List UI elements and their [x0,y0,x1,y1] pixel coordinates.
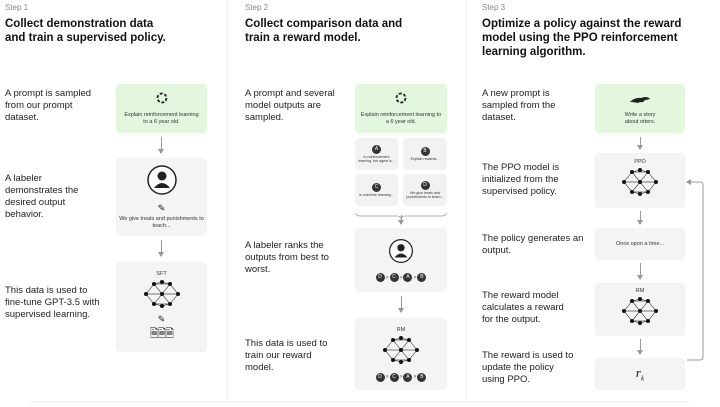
rank-item: C [389,372,399,382]
neural-network-icon [620,296,660,331]
ppo-box: PPO [595,153,685,208]
description: The reward model calculates a reward for… [482,290,564,325]
documents-icon: 🗎🗎🗎 [149,327,175,340]
description: The policy generates an output. [482,233,584,256]
loading-circle-icon [156,91,168,109]
output-id: D [420,180,430,190]
rank-separator: > [399,374,403,380]
step-title: Collect comparison data and train a rewa… [245,18,403,44]
rank-separator: > [413,274,417,281]
rank-separator: > [385,274,389,281]
step-title: Optimize a policy against the reward mod… [482,18,682,58]
output-text: In machine learning... [359,192,394,197]
ranking: D>C>A>B [375,372,427,382]
model-label: SFT [156,270,167,277]
model-label: RM [396,326,406,333]
output-text: Once upon a time... [616,240,664,247]
prompt-text: Explain reinforcement learning to a 6 ye… [124,112,199,125]
neural-network-icon [381,335,421,370]
rank-separator: > [385,374,389,380]
model-label: RM [635,288,645,294]
model-label: PPO [634,159,646,165]
rank-item: D [375,372,385,382]
arrow-down [158,137,164,154]
arrow-down [637,339,643,355]
labeler-box: ✎ We give treats and punishments to teac… [116,158,207,236]
output-text: We give treats and punishments to teach.… [406,190,444,200]
step-label: Step 2 [245,3,269,12]
otter-icon [629,91,651,109]
ranking: D>C>A>B [375,273,427,282]
feedback-loop-arrow [685,176,707,371]
loading-circle-icon [395,91,407,109]
rank-separator: > [413,374,417,380]
description: A labeler demonstrates the desired outpu… [5,173,79,220]
description: This data is used to train our reward mo… [245,338,328,373]
labeler-avatar-icon [146,164,178,201]
arrow-down [158,240,164,257]
pencil-icon: ✎ [157,203,166,213]
rank-item: A [403,372,413,382]
bottom-rule [30,401,690,402]
ranking-box: D>C>A>B [355,228,447,292]
sft-box: SFT ✎ 🗎🗎🗎 [116,262,207,352]
reward-symbol: rk [635,365,645,383]
description: The reward is used to update the policy … [482,350,574,385]
output-text: Explain rewards... [410,156,440,161]
description: This data is used to fine-tune GPT-3.5 w… [5,285,100,320]
step-label: Step 1 [5,3,29,12]
rank-separator: > [399,274,403,281]
rank-item: B [417,372,427,382]
demo-text: We give treats and punishments to teach.… [119,216,204,229]
prompt-box: Write a story about otters. [595,84,685,133]
arrow-down [398,215,404,225]
description: A prompt and several model outputs are s… [245,88,335,123]
rank-item: C [389,273,399,282]
divider [466,0,467,400]
description: A new prompt is sampled from the dataset… [482,88,556,123]
description: A prompt is sampled from our prompt data… [5,88,92,123]
description: The PPO model is initialized from the su… [482,162,560,197]
step-title: Collect demonstration data and train a s… [5,18,166,44]
output-text: In reinforcement learning, the agent is.… [358,154,395,164]
output-id: A [372,144,381,154]
divider [227,0,228,400]
output-box: Once upon a time... [595,228,685,260]
prompt-box: Explain reinforcement learning to a 6 ye… [116,84,207,133]
rank-item: B [417,273,427,282]
arrow-down [398,296,404,313]
rm-box: RM D>C>A>B [355,318,447,390]
arrow-down [637,263,643,280]
rank-item: A [403,273,413,282]
output-id: C [372,182,381,192]
neural-network-icon [620,167,660,202]
prompt-text: Explain reinforcement learning to a 6 ye… [360,112,442,125]
description: A labeler ranks the outputs from best to… [245,240,329,275]
prompt-text: Write a story about otters. [624,112,656,125]
neural-network-icon [142,279,182,314]
labeler-avatar-icon [388,238,414,269]
arrow-down [637,137,643,150]
prompt-box: Explain reinforcement learning to a 6 ye… [355,84,447,133]
reward-box: rk [595,358,685,390]
pencil-icon: ✎ [157,313,166,324]
step-label: Step 3 [482,3,506,12]
arrow-down [637,211,643,225]
rm-box: RM [595,283,685,336]
output-id: B [420,146,430,156]
rank-item: D [375,273,385,282]
